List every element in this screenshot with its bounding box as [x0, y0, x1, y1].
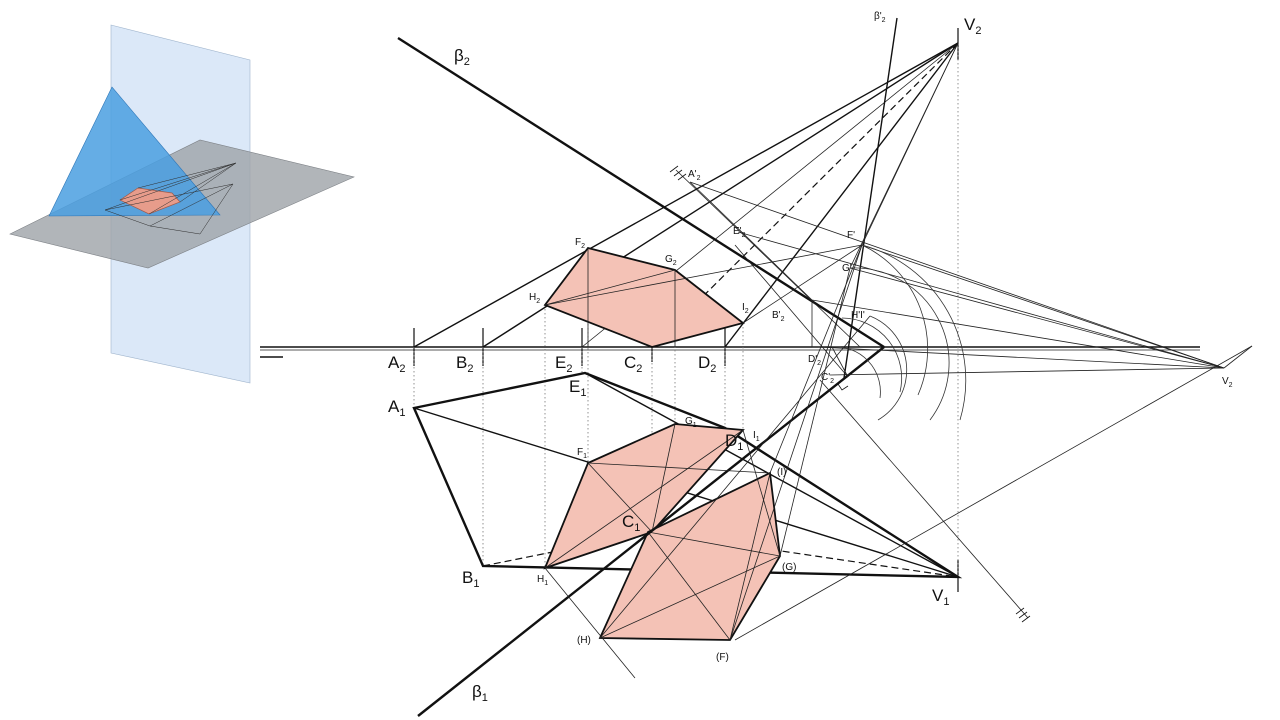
inset-pyramid-lines	[104, 162, 237, 235]
label-HI-prime: H'I'	[851, 310, 865, 321]
label-E2: E2	[555, 353, 572, 375]
trace-beta2-prime	[843, 17, 898, 379]
label-D2-prime: D'2	[808, 354, 821, 367]
label-C2-prime: C'2	[821, 372, 834, 385]
trace-beta2	[397, 36, 885, 349]
perspective-inset	[9, 24, 355, 384]
label-E2-prime: E'2	[733, 226, 746, 239]
blue-plane	[48, 86, 221, 217]
label-F1: F1	[577, 447, 587, 460]
label-V2: V2	[964, 15, 981, 37]
label-F-rotated: (F)	[716, 652, 729, 663]
plane-traces	[397, 17, 898, 717]
label-I-rotated: (I)	[777, 467, 786, 478]
label-beta1: β1	[472, 682, 488, 704]
label-V1: V1	[932, 586, 949, 608]
label-G2: G2	[665, 254, 677, 267]
label-I2: I2	[742, 302, 749, 315]
label-E1: E1	[569, 377, 586, 399]
label-A2-prime: A'2	[688, 169, 701, 182]
label-B2-prime: B'2	[772, 310, 785, 323]
label-H2: H2	[529, 292, 540, 305]
label-G-rotated: (G)	[782, 562, 796, 573]
section-top-face	[543, 423, 745, 570]
label-beta2: β2	[454, 46, 470, 68]
label-V2-secondary: V2	[1222, 376, 1233, 389]
construction-lines	[544, 42, 1253, 679]
label-A2: A2	[388, 353, 405, 375]
trace-beta1	[417, 346, 885, 717]
label-B2: B2	[456, 353, 473, 375]
label-F-prime: F'	[847, 230, 855, 241]
label-G1: G1	[685, 416, 697, 429]
label-beta2-prime: β'2	[874, 11, 886, 24]
right-angle-mark	[837, 383, 849, 391]
true-shape-inner	[599, 472, 781, 641]
label-D1: D1	[725, 431, 743, 453]
label-A1: A1	[388, 397, 405, 419]
label-H1: H1	[537, 574, 548, 587]
label-B1: B1	[462, 568, 479, 590]
label-H-rotated: (H)	[577, 635, 591, 646]
labels: β2 β1 β'2 V2 V1 V2 A2 B2 E2 C2 D2 F2 G2 …	[388, 11, 1233, 704]
label-G-prime: G'	[842, 263, 852, 274]
label-C2: C2	[624, 353, 642, 375]
section-front-inner	[544, 248, 676, 347]
rotation-arcs	[831, 244, 967, 421]
true-shape-face	[598, 471, 781, 641]
section-front-face	[543, 246, 745, 348]
section-top-inner	[544, 423, 744, 569]
label-I1: I1	[753, 430, 760, 443]
label-F2: F2	[575, 237, 585, 250]
parallel-ticks	[669, 165, 1031, 623]
label-C1: C1	[622, 512, 640, 534]
label-D2: D2	[698, 353, 716, 375]
